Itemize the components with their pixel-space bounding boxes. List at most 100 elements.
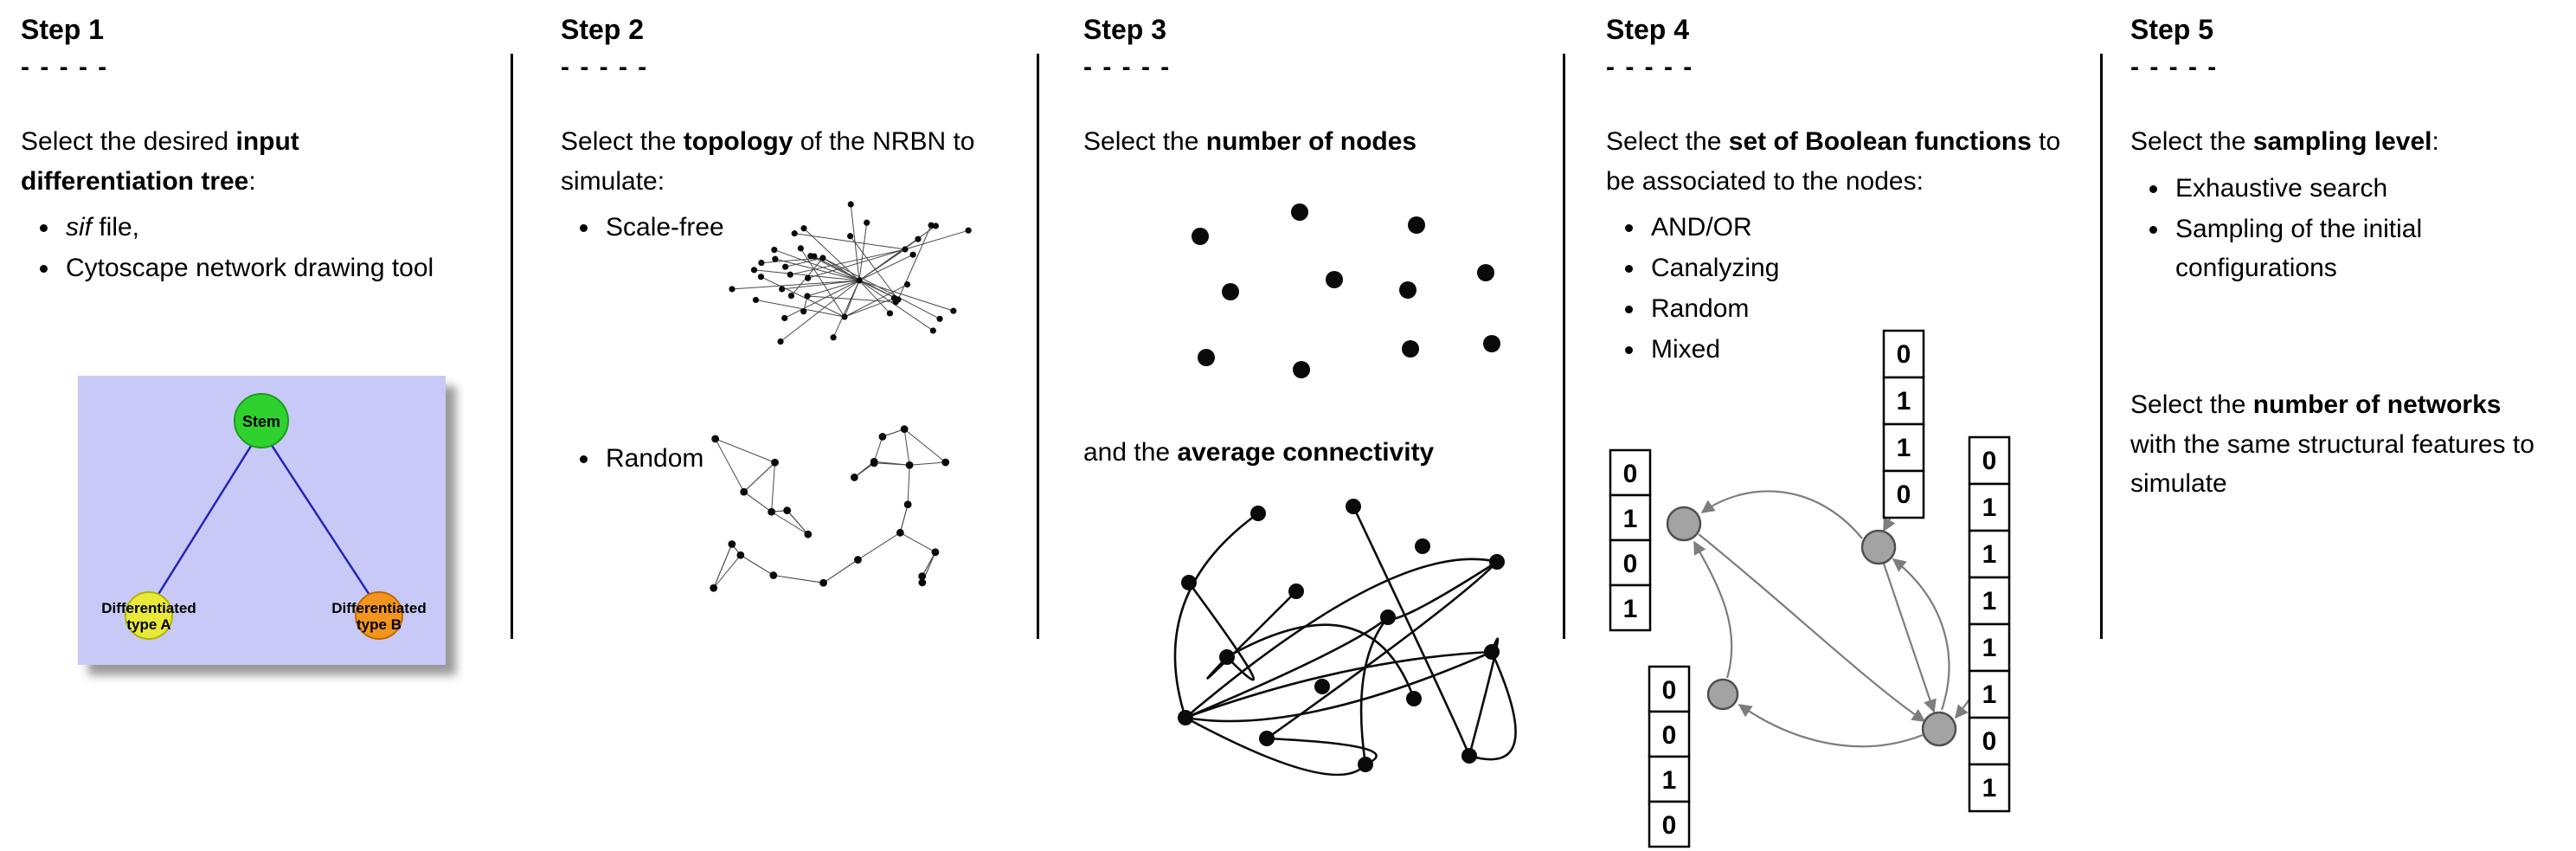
stem-node (234, 393, 289, 448)
network-node (819, 255, 826, 261)
step-4-column: Step 4 - - - - - Select the set of Boole… (1606, 0, 2080, 848)
step-5-title: Step 5 (2130, 14, 2214, 45)
step-5-column: Step 5 - - - - - Select the sampling lev… (2130, 0, 2563, 498)
network-node (900, 425, 909, 434)
scale-free-network-figure (725, 184, 985, 391)
network-node (787, 271, 793, 278)
truth-table-top: 0 1 1 0 (1882, 329, 1925, 519)
network-edge (790, 248, 906, 275)
step-4-intro: Select the set of Boolean functions to b… (1606, 122, 2080, 201)
node-dot (1406, 691, 1422, 706)
edge-arrow (1738, 704, 1924, 748)
network-edge (850, 235, 899, 300)
truth-table-cell-value: 0 (1982, 727, 1997, 756)
network-node (892, 299, 899, 306)
network-node (847, 201, 854, 208)
truth-table-cell (1882, 469, 1925, 519)
type-b-node-label: type B (357, 616, 401, 633)
truth-table-cell-value: 1 (1623, 505, 1638, 533)
network-node (797, 245, 804, 252)
node-dot (1483, 335, 1500, 352)
network-edge (785, 257, 824, 268)
network-node (1921, 711, 1957, 747)
network-edge (907, 465, 910, 505)
network-node (772, 255, 779, 262)
random-network-figure (678, 414, 963, 604)
node-dot (1380, 609, 1396, 625)
network-edge (713, 544, 733, 589)
network-node (811, 253, 818, 260)
network-node (903, 500, 912, 509)
edge-arrow (1698, 533, 1926, 722)
connectivity-edge (1266, 737, 1378, 766)
network-edge (854, 462, 875, 478)
network-node (896, 528, 904, 537)
network-node (729, 286, 736, 293)
intro-text: Select the desired (21, 127, 236, 156)
network-edge (780, 280, 860, 342)
tree-edge (147, 429, 263, 610)
network-node (781, 314, 788, 322)
node-dot (1402, 340, 1419, 358)
truth-table-cell-value: 1 (1897, 387, 1911, 416)
network-edge (904, 229, 969, 250)
network-edge (787, 510, 809, 535)
network-edge (903, 429, 910, 466)
network-node (800, 308, 807, 315)
network-node (1706, 678, 1739, 711)
truth-table-cell-value: 0 (1982, 447, 1997, 475)
bullet-item: Mixed (1646, 330, 2080, 369)
bullet-italic-text: sif (66, 213, 92, 242)
truth-table-cell (1882, 329, 1925, 379)
network-node (856, 277, 863, 284)
network-node (847, 233, 854, 240)
edge-arrow (1700, 490, 1863, 539)
connectivity-edge (1386, 560, 1498, 621)
network-node (752, 296, 760, 304)
intro-text: Select the (1083, 127, 1206, 156)
node-dot (1259, 731, 1275, 746)
truth-table-cell (1609, 448, 1652, 497)
bullet-text: file, (92, 213, 140, 242)
nodes-scatter-figure (1153, 186, 1542, 394)
truth-table-cell (1609, 538, 1652, 587)
node-dot (1222, 283, 1239, 300)
type-b-node (355, 591, 403, 640)
network-node (819, 578, 827, 587)
type-a-node-label: type A (126, 616, 170, 633)
node-dot (1358, 757, 1373, 772)
connectivity-edge (1185, 558, 1498, 719)
network-node (740, 487, 748, 496)
network-edge (731, 280, 860, 290)
truth-table-cell-value: 0 (1662, 721, 1677, 750)
step-5-networks-text: Select the number of networks with the s… (2130, 385, 2554, 504)
bullet-item: Exhaustive search (2170, 169, 2563, 208)
network-node (750, 267, 758, 274)
network-edge (882, 429, 905, 437)
step-2-dashed-line: - - - - - (561, 53, 649, 81)
intro-text: to be associated to the nodes: (1606, 127, 2061, 196)
step-2-intro: Select the topology of the NRBN to simul… (561, 122, 1028, 201)
truth-table-cell-value: 0 (1623, 460, 1638, 488)
network-node (787, 292, 795, 300)
connectivity-edge (1187, 582, 1255, 681)
truth-table-cell (1968, 529, 2011, 579)
type-a-node (125, 591, 173, 640)
network-node (878, 433, 887, 441)
network-edge (754, 269, 860, 281)
network-node (757, 274, 765, 280)
network-edge (823, 559, 858, 583)
network-node (902, 246, 909, 253)
node-dot (1314, 679, 1330, 694)
column-divider (2100, 54, 2103, 639)
network-edge (715, 438, 745, 493)
network-node (850, 474, 858, 481)
truth-table-cell-value: 1 (1982, 680, 1997, 709)
network-node (1666, 506, 1702, 542)
node-dot (1477, 264, 1494, 281)
connectivity-edge (1185, 716, 1366, 777)
node-dot (1219, 649, 1235, 665)
network-node (886, 310, 894, 317)
network-node (918, 578, 927, 587)
node-dot (1399, 281, 1416, 299)
